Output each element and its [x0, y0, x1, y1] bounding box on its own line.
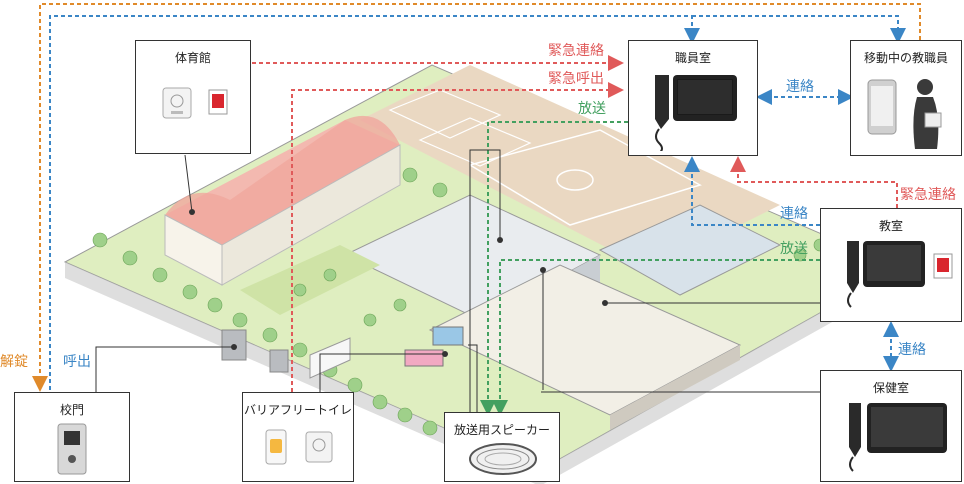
classroom-title: 教室: [878, 219, 903, 233]
classroom-box: 教室: [820, 208, 962, 322]
desk-intercom-monitor-icon: [849, 403, 947, 472]
door-station-icon: [57, 423, 87, 475]
label-call: 呼出: [63, 354, 91, 370]
call-button-icon: [265, 429, 287, 465]
desk-intercom-monitor-icon: [655, 75, 737, 151]
school-gate-box: 校門: [14, 392, 130, 482]
field-lines: [469, 129, 702, 226]
emergency-button-icon: [933, 253, 953, 279]
staff-room-box: 職員室: [628, 40, 758, 156]
teacher-silhouette-icon: [913, 79, 942, 149]
label-contact-mobile: 連絡: [786, 79, 814, 95]
label-broadcast-top: 放送: [578, 101, 606, 117]
speaker-panel-icon: [162, 87, 192, 119]
accessible-toilet-box: バリアフリートイレ: [242, 392, 354, 482]
mobile-staff-title: 移動中の教職員: [863, 51, 948, 65]
label-unlock: 解錠: [0, 354, 28, 370]
infirmary-title: 保健室: [872, 381, 909, 395]
smartphone-icon: [867, 79, 897, 135]
desk-intercom-monitor-icon: [847, 241, 925, 308]
accessible-toilet-title: バリアフリートイレ: [243, 403, 352, 417]
gym-title: 体育館: [174, 51, 211, 65]
broadcast-speaker-box: 放送用スピーカー: [444, 412, 560, 482]
infirmary-box: 保健室: [820, 370, 962, 482]
label-emergency-contact-right: 緊急連絡: [900, 187, 956, 203]
label-broadcast-classroom: 放送: [780, 241, 808, 257]
speaker-panel-icon: [305, 431, 333, 463]
courtyard: [240, 245, 380, 315]
broadcast-speaker-title: 放送用スピーカー: [453, 423, 550, 437]
label-contact-classroom: 連絡: [780, 206, 808, 222]
right-wing: [598, 204, 782, 296]
school-gate-title: 校門: [59, 403, 84, 417]
label-emergency-call: 緊急呼出: [548, 71, 604, 87]
staff-room-title: 職員室: [674, 51, 711, 65]
label-emergency-contact-top: 緊急連絡: [548, 43, 604, 59]
campus-fence: [65, 262, 900, 484]
mobile-staff-box: 移動中の教職員: [850, 40, 962, 156]
gym-box: 体育館: [135, 40, 251, 154]
tennis-courts: [388, 89, 502, 139]
ceiling-speaker-icon: [469, 443, 537, 475]
emergency-button-icon: [208, 89, 228, 115]
trees: [92, 167, 827, 436]
label-contact-infirmary: 連絡: [898, 342, 926, 358]
